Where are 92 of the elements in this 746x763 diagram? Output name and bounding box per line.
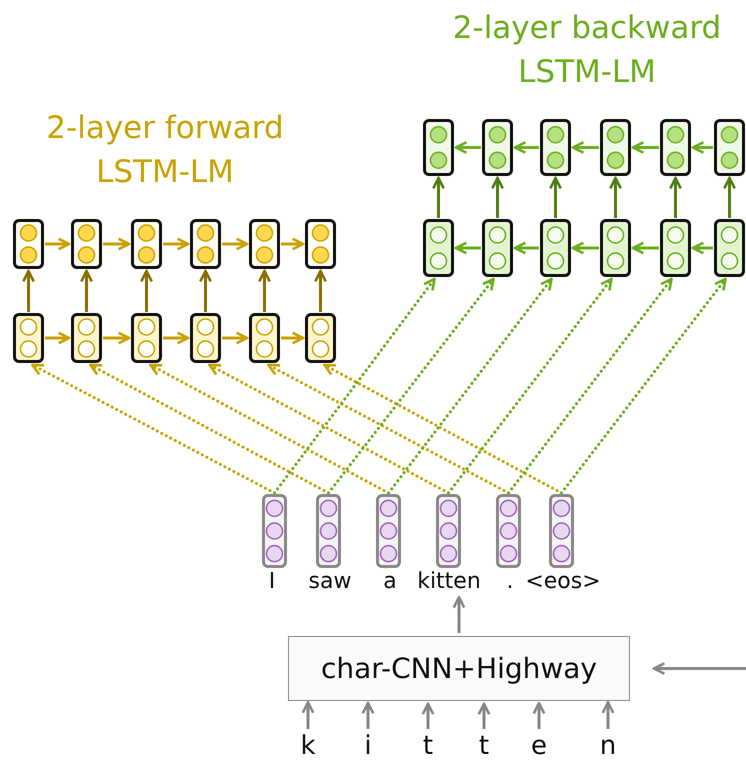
- lstm-cell: [305, 219, 336, 269]
- embedding-vector: [436, 494, 461, 568]
- arrow: [514, 242, 539, 254]
- arrow: [163, 332, 190, 344]
- arrow: [452, 596, 466, 633]
- dotted-arrow: [560, 278, 727, 494]
- arrow: [432, 176, 445, 218]
- layer-title: 2-layer forward LSTM-LM: [45, 109, 285, 192]
- arrow: [45, 238, 70, 250]
- lstm-cell: [71, 313, 102, 363]
- arrow: [222, 332, 248, 344]
- lstm-cell: [13, 313, 44, 363]
- arrow: [45, 332, 70, 344]
- arrow: [549, 176, 562, 218]
- arrow: [199, 270, 212, 312]
- arrow: [478, 702, 490, 729]
- arrow: [609, 176, 622, 218]
- arrow: [572, 242, 599, 254]
- encoder-label: char-CNN+Highway: [320, 652, 597, 685]
- encoder-box: [288, 636, 630, 701]
- arrow: [422, 702, 434, 729]
- arrow: [514, 141, 539, 154]
- character-label: n: [600, 732, 616, 761]
- lstm-cell: [249, 219, 280, 269]
- lstm-cell: [540, 219, 571, 277]
- arrow: [314, 270, 327, 312]
- dotted-arrow: [387, 278, 553, 494]
- arrow: [692, 242, 713, 254]
- arrow: [632, 141, 659, 154]
- arrow: [532, 702, 546, 729]
- lstm-cell: [423, 219, 454, 277]
- arrow: [80, 270, 93, 312]
- character-label: e: [531, 732, 547, 761]
- layer-title: 2-layer backward LSTM-LM: [452, 9, 722, 92]
- lstm-cell: [482, 219, 513, 277]
- embedding-vector: [549, 494, 574, 568]
- arrow: [222, 238, 248, 250]
- embedding-vector: [316, 494, 341, 568]
- embedding-vector: [496, 494, 521, 568]
- dotted-arrow: [507, 278, 673, 494]
- embedding-vector: [376, 494, 401, 568]
- arrow: [103, 332, 130, 344]
- word-label: saw: [308, 570, 352, 594]
- lstm-cell: [540, 119, 571, 176]
- lstm-cell: [660, 219, 691, 277]
- arrow: [692, 141, 713, 154]
- lstm-cell: [423, 119, 454, 176]
- arrow: [362, 702, 374, 729]
- arrow: [454, 141, 481, 154]
- lstm-cell: [305, 313, 336, 363]
- dotted-arrow: [327, 278, 495, 494]
- arrow: [163, 238, 190, 250]
- arrow: [140, 270, 153, 312]
- word-label: I: [268, 570, 276, 594]
- dotted-arrow: [273, 278, 436, 494]
- arrow: [572, 141, 599, 154]
- lstm-cell: [249, 313, 280, 363]
- arrow: [281, 332, 304, 344]
- arrow: [22, 270, 35, 312]
- dotted-arrow: [447, 278, 613, 494]
- character-label: i: [364, 732, 372, 761]
- arrow: [258, 270, 271, 312]
- arrow: [491, 176, 504, 218]
- word-label: a: [383, 570, 397, 594]
- lstm-cell: [71, 219, 102, 269]
- arrow: [602, 701, 614, 729]
- word-label: kitten: [417, 570, 481, 594]
- lstm-cell: [131, 313, 162, 363]
- arrow: [652, 662, 746, 675]
- arrow: [723, 176, 736, 218]
- lstm-cell: [600, 219, 631, 277]
- word-label: <eos>: [525, 570, 601, 594]
- lstm-cell: [482, 119, 513, 176]
- embedding-vector: [262, 494, 287, 568]
- lstm-cell: [131, 219, 162, 269]
- lstm-cell: [190, 313, 221, 363]
- character-label: t: [422, 732, 434, 761]
- arrow: [302, 701, 314, 729]
- arrow: [281, 238, 304, 250]
- arrow: [669, 176, 682, 218]
- arrow: [454, 242, 481, 254]
- arrow: [103, 238, 130, 250]
- lstm-cell: [13, 219, 44, 269]
- lstm-cell: [600, 119, 631, 176]
- lstm-cell: [714, 219, 745, 277]
- lstm-cell: [714, 119, 745, 176]
- character-label: t: [478, 732, 490, 761]
- character-label: k: [300, 732, 316, 761]
- word-label: .: [506, 570, 514, 594]
- lstm-cell: [190, 219, 221, 269]
- arrow: [632, 242, 659, 254]
- lstm-cell: [660, 119, 691, 176]
